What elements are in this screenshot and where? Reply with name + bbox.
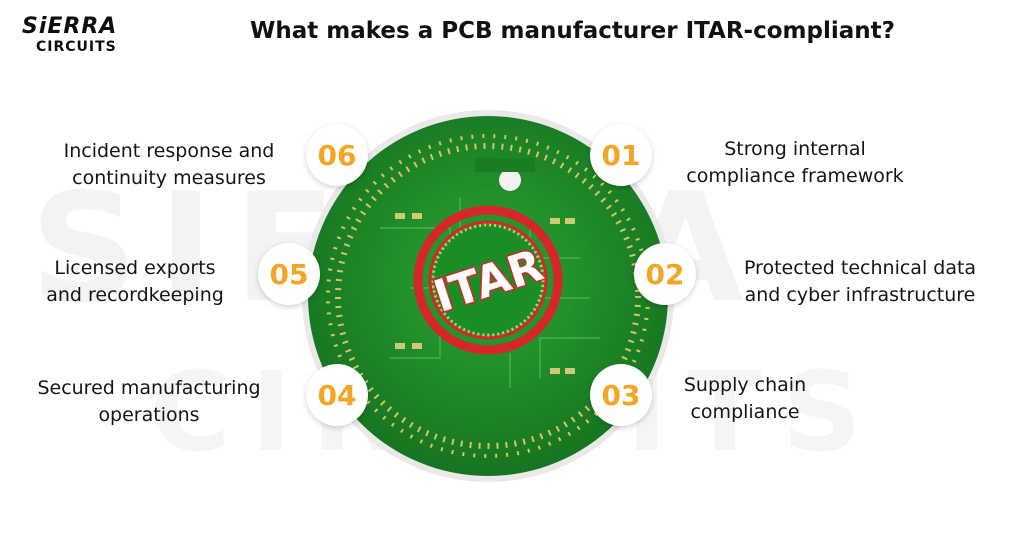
item-05-line1: Licensed exports xyxy=(54,257,216,279)
page-title: What makes a PCB manufacturer ITAR-compl… xyxy=(250,18,895,44)
logo-line2: CIRCUITS xyxy=(36,39,117,55)
badge-02: 02 xyxy=(634,243,696,305)
item-03-line2: compliance xyxy=(690,401,800,423)
item-03-label: Supply chain compliance xyxy=(672,372,818,426)
badge-01: 01 xyxy=(590,124,652,186)
item-05-label: Licensed exports and recordkeeping xyxy=(30,255,240,309)
item-02-label: Protected technical data and cyber infra… xyxy=(722,255,998,309)
badge-05: 05 xyxy=(258,243,320,305)
item-04-label: Secured manufacturing operations xyxy=(20,375,278,429)
item-06-line2: continuity measures xyxy=(72,167,266,189)
item-04-line1: Secured manufacturing xyxy=(37,377,261,399)
item-05-line2: and recordkeeping xyxy=(46,284,224,306)
sierra-circuits-logo: SiERRA CIRCUITS xyxy=(22,16,142,56)
item-01-label: Strong internal compliance framework xyxy=(672,136,918,190)
item-01-line2: compliance framework xyxy=(686,165,904,187)
badge-06: 06 xyxy=(306,124,368,186)
badge-04: 04 xyxy=(306,364,368,426)
badge-03: 03 xyxy=(590,364,652,426)
item-02-line1: Protected technical data xyxy=(743,257,977,279)
logo-line1: SiERRA xyxy=(22,14,118,39)
item-04-line2: operations xyxy=(98,404,200,426)
item-02-line2: and cyber infrastructure xyxy=(744,284,976,306)
item-03-line1: Supply chain xyxy=(683,374,807,396)
item-06-label: Incident response and continuity measure… xyxy=(44,138,294,192)
item-01-line1: Strong internal xyxy=(724,138,866,160)
item-06-line1: Incident response and xyxy=(63,140,275,162)
